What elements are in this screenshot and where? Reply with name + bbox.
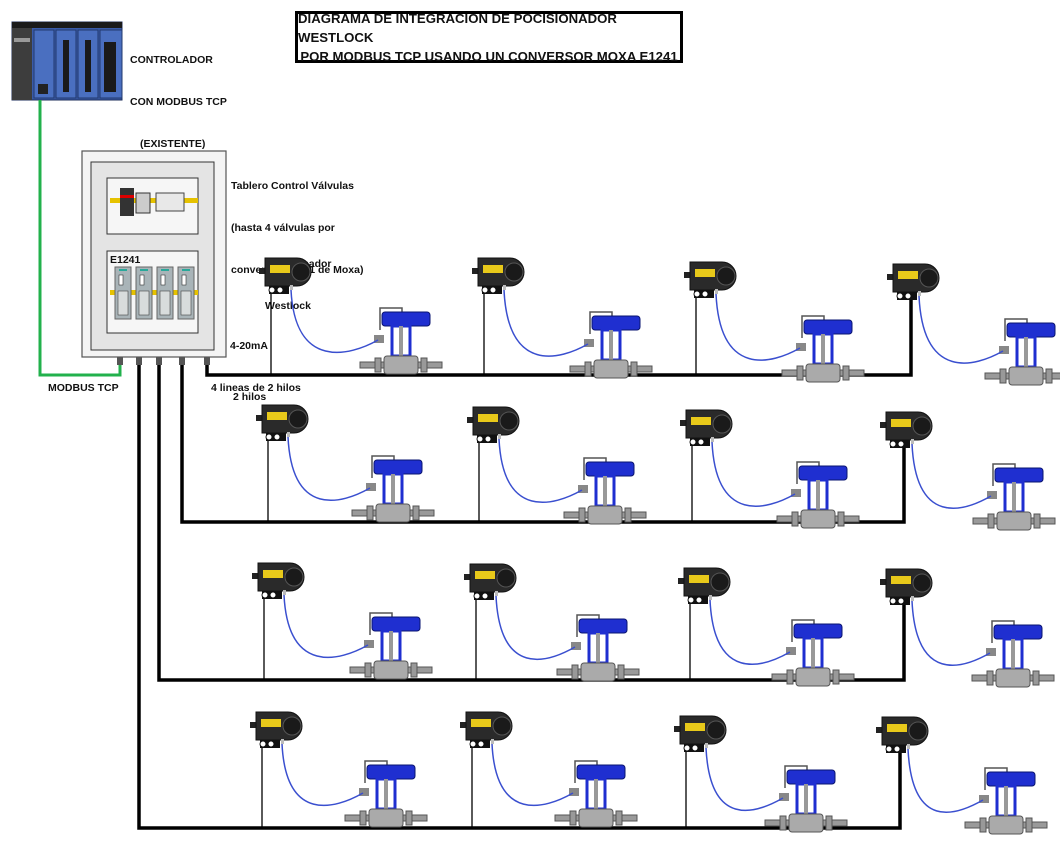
control-valve <box>569 311 653 379</box>
signal-loop-4 <box>137 362 902 830</box>
westlock-positioner <box>880 411 933 448</box>
two-wire-bus <box>205 300 913 377</box>
two-wire-bus <box>180 362 906 524</box>
pneumatic-tubing <box>918 295 1004 364</box>
e1241-module <box>177 266 195 320</box>
control-valve <box>771 619 855 687</box>
signal-loop-1 <box>205 294 913 377</box>
westlock-positioner <box>464 563 517 600</box>
control-valve <box>764 765 848 833</box>
westlock-positioner <box>252 562 305 599</box>
signal-label-line-1: 4-20mA <box>230 340 268 352</box>
westlock-positioner <box>684 261 737 298</box>
pneumatic-tubing <box>705 747 784 812</box>
two-wire-bus <box>137 362 902 830</box>
controller-label: CONTROLADOR CON MODBUS TCP (EXISTENTE) <box>130 25 227 165</box>
controller-label-line-2: CON MODBUS TCP <box>130 96 227 108</box>
pneumatic-tubing <box>709 599 791 665</box>
westlock-positioner <box>876 716 929 753</box>
diagram-title: DIAGRAMA DE INTEGRACION DE POCISIONADOR … <box>295 10 683 64</box>
pneumatic-tubing <box>290 289 379 353</box>
pneumatic-tubing <box>503 289 589 357</box>
e1241-module <box>135 266 153 320</box>
panel-label: Tablero Control Válvulas (hasta 4 válvul… <box>231 151 363 291</box>
e1241-module <box>156 266 174 320</box>
two-wire-bus <box>157 362 906 682</box>
westlock-positioner <box>460 711 513 748</box>
panel-label-line-2: (hasta 4 válvulas por <box>231 222 335 234</box>
control-valve <box>984 318 1060 386</box>
cable-gland <box>117 357 123 365</box>
title-line-2: POR MODBUS TCP USANDO UN CONVERSOR MOXA … <box>300 48 678 64</box>
controller-label-line-3: (EXISTENTE) <box>140 138 206 150</box>
westlock-positioner <box>256 404 309 441</box>
pneumatic-tubing <box>287 436 371 502</box>
cable-gland <box>136 357 142 365</box>
westlock-positioner <box>880 568 933 605</box>
signal-label-line-2: 2 hilos <box>233 391 267 403</box>
westlock-positioner <box>259 257 312 294</box>
control-valve <box>776 461 860 529</box>
controller-label-line-1: CONTROLADOR <box>130 54 213 66</box>
pneumatic-tubing <box>495 595 576 661</box>
pneumatic-tubing <box>711 441 796 507</box>
control-valve <box>349 612 433 680</box>
pneumatic-tubing <box>911 600 991 666</box>
lines-label: 4 lineas de 2 hilos <box>211 382 301 394</box>
pneumatic-tubing <box>281 743 364 807</box>
control-valve <box>359 307 443 375</box>
cable-gland <box>156 357 162 365</box>
e1241-label: E1241 <box>110 254 141 266</box>
control-valve <box>351 455 435 523</box>
signal-loop-3 <box>157 362 906 682</box>
cable-gland <box>179 357 185 365</box>
control-valve <box>554 760 638 828</box>
modbus-tcp-link <box>38 100 122 377</box>
panel-label-line-1: Tablero Control Válvulas <box>231 180 354 192</box>
control-panel: E1241 <box>81 150 227 358</box>
westlock-positioner <box>472 257 525 294</box>
westlock-positioner <box>680 409 733 446</box>
pneumatic-tubing <box>911 443 992 509</box>
cable-gland <box>204 357 210 365</box>
modbus-tcp-label: MODBUS TCP <box>48 382 119 394</box>
control-valve <box>972 463 1056 531</box>
positioner-label-line-2: Westlock <box>265 300 311 312</box>
title-line-1: DIAGRAMA DE INTEGRACION DE POCISIONADOR … <box>298 10 617 45</box>
westlock-positioner <box>887 263 940 300</box>
pneumatic-tubing <box>283 594 369 659</box>
westlock-positioner <box>678 567 731 604</box>
pneumatic-tubing <box>907 748 984 814</box>
e1241-module <box>114 266 132 320</box>
pneumatic-tubing <box>498 438 583 504</box>
control-valve <box>964 767 1048 835</box>
pneumatic-tubing <box>491 743 574 807</box>
plc-controller <box>11 21 123 101</box>
westlock-positioner <box>467 406 520 443</box>
control-valve <box>781 315 865 383</box>
signal-loop-2 <box>180 362 906 524</box>
control-valve <box>344 760 428 828</box>
signal-label: 4-20mA 2 hilos <box>230 304 268 423</box>
westlock-positioner <box>674 715 727 752</box>
pneumatic-tubing <box>715 293 801 361</box>
control-valve <box>971 620 1055 688</box>
control-valve <box>556 614 640 682</box>
westlock-positioner <box>250 711 303 748</box>
control-valve <box>563 457 647 525</box>
